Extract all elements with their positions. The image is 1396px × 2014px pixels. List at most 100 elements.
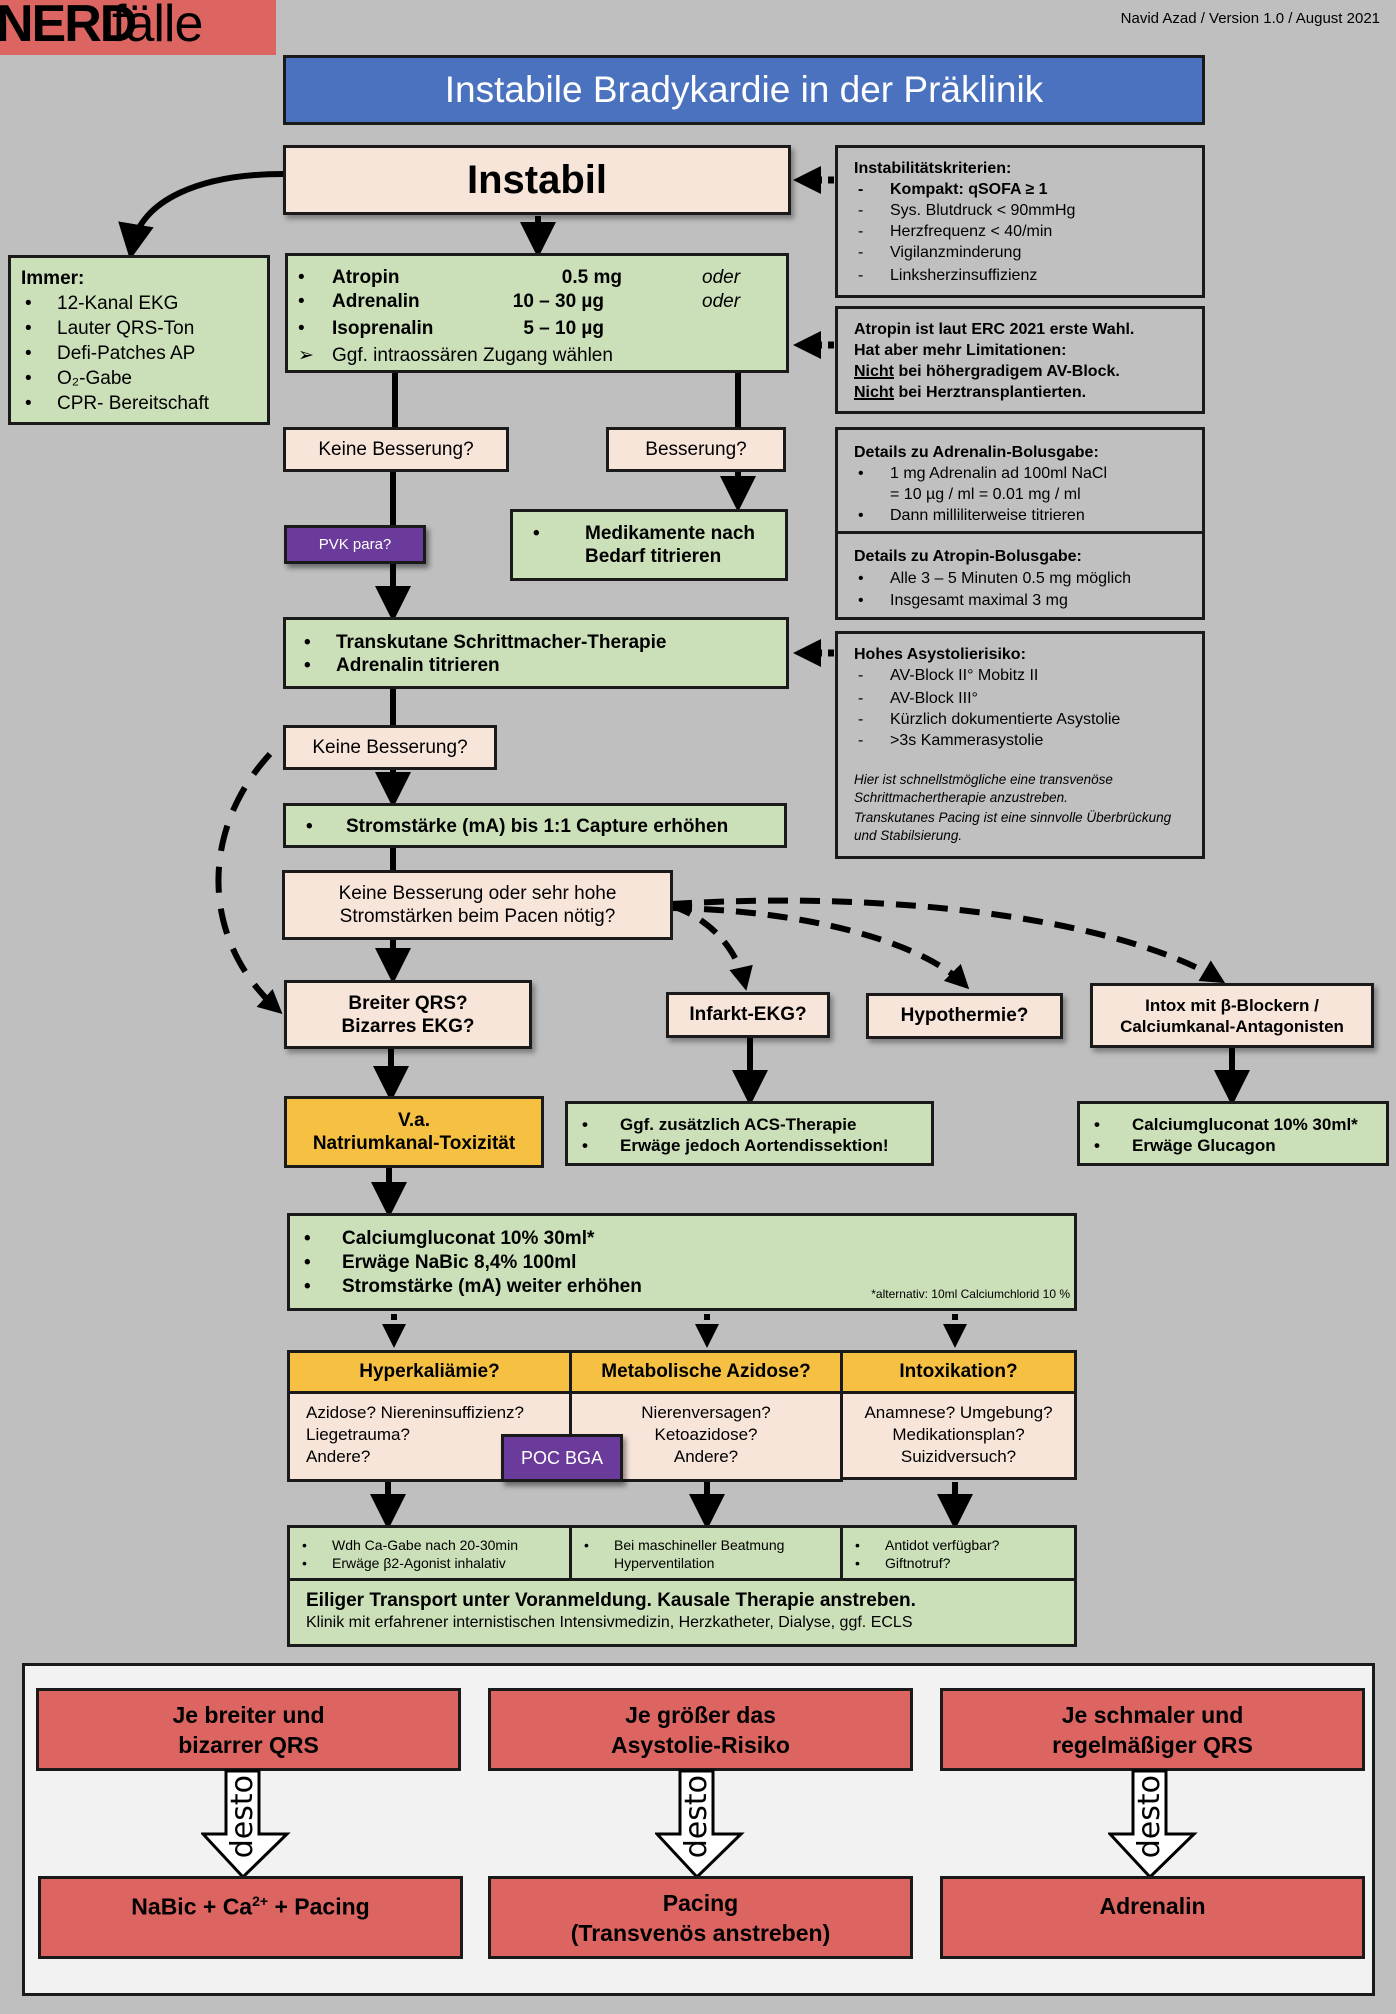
drug-dose: 5 – 10 µg (523, 318, 604, 339)
page-title-text: Instabile Bradykardie in der Präklinik (444, 69, 1044, 110)
desto-arrow-2: desto (653, 1769, 745, 1880)
desto-label: desto (1132, 1775, 1167, 1859)
drug-access-row: ➢ Ggf. intraossären Zugang wählen (298, 344, 776, 368)
cause-detail-intoxikation: Anamnese? Umgebung? Medikationsplan? Sui… (840, 1391, 1077, 1480)
criteria-item: Sys. Blutdruck < 90mmHg (854, 200, 1186, 221)
acs-box: Ggf. zusätzlich ACS-Therapie Erwäge jedo… (565, 1101, 934, 1166)
medikamente-box: • Medikamente nach Bedarf titrieren (510, 509, 788, 581)
summary-result-3: Adrenalin (940, 1876, 1365, 1959)
atropin-note-line: Nicht bei höhergradigem AV-Block. (854, 363, 1120, 380)
immer-item: Defi-Patches AP (21, 341, 257, 366)
summary-condition-3: Je schmaler und regelmäßiger QRS (940, 1688, 1365, 1771)
down-arrow-icon (199, 1769, 291, 1880)
atropin-detail-item: Alle 3 – 5 Minuten 0.5 mg möglich (854, 568, 1186, 590)
asystolie-box: Hohes Asystolierisiko: AV-Block II° Mobi… (835, 631, 1205, 859)
transport-bold: Eiliger Transport unter Voranmeldung. Ka… (306, 1590, 916, 1611)
immer-item: Lauter QRS-Ton (21, 316, 257, 341)
cause-title-hyperkaliaemie: Hyperkaliämie? (287, 1350, 572, 1394)
keine-besserung-box-2: Keine Besserung? (283, 725, 497, 770)
instability-criteria-box: Instabilitätskriterien: Kompakt: qSOFA ≥… (835, 145, 1205, 298)
criteria-heading: Instabilitätskriterien: (854, 160, 1012, 177)
action-item: Giftnotruf? (851, 1554, 1066, 1572)
adrenalin-detail-item: 1 mg Adrenalin ad 100ml NaCl (854, 463, 1186, 484)
therapy-item: Calciumgluconat 10% 30ml* (300, 1227, 1064, 1251)
poc-bga-badge: POC BGA (501, 1434, 623, 1482)
asystolie-note: Transkutanes Pacing ist eine sinnvolle Ü… (854, 810, 1172, 843)
adrenalin-detail-item: = 10 µg / ml = 0.01 mg / ml (890, 486, 1081, 503)
intox-beta-box: Intox mit β-Blockern / Calciumkanal-Anta… (1090, 983, 1374, 1048)
drug-name: Atropin (332, 267, 400, 288)
therapy-item: Erwäge NaBic 8,4% 100ml (300, 1251, 1064, 1275)
summary-result-1: NaBic + Ca2+ + Pacing (38, 1876, 463, 1959)
author-line: Navid Azad / Version 1.0 / August 2021 (1120, 10, 1380, 27)
atropin-details-box: Details zu Atropin-Bolusgabe: Alle 3 – 5… (835, 531, 1205, 620)
drug-access: Ggf. intraossären Zugang wählen (332, 345, 613, 366)
pacing-item: Transkutane Schrittmacher-Therapie (300, 631, 776, 654)
criteria-item-compact: Kompakt: qSOFA ≥ 1 (854, 179, 1186, 200)
action-item: Erwäge β2-Agonist inhalativ (298, 1554, 561, 1572)
criteria-list: Kompakt: qSOFA ≥ 1 Sys. Blutdruck < 90mm… (854, 179, 1186, 286)
calcium-glucagon-item: Calciumgluconat 10% 30ml* (1090, 1114, 1376, 1135)
dashed-arrow-kb3-to-intox (671, 897, 1226, 984)
instabil-box: Instabil (283, 145, 791, 215)
drug-dose: 0.5 mg (561, 267, 622, 288)
immer-item: O₂-Gabe (21, 366, 257, 391)
summary-panel: Je breiter und bizarrer QRS desto NaBic … (22, 1663, 1375, 1996)
drug-name: Isoprenalin (332, 318, 434, 339)
therapy-footnote: *alternativ: 10ml Calciumchlorid 10 % (871, 1287, 1070, 1301)
logo-regular: fälle (112, 0, 203, 53)
summary-condition-1: Je breiter und bizarrer QRS (36, 1688, 461, 1771)
pacing-item: Adrenalin titrieren (300, 654, 776, 677)
immer-list: 12-Kanal EKG Lauter QRS-Ton Defi-Patches… (21, 291, 257, 416)
nicht-label: Nicht (854, 363, 894, 380)
hypothermie-box: Hypothermie? (866, 993, 1063, 1039)
action-item: Antidot verfügbar? (851, 1536, 1066, 1554)
besserung-box: Besserung? (606, 427, 786, 472)
keine-besserung-box-1: Keine Besserung? (283, 427, 509, 472)
atropin-detail-item: Insgesamt maximal 3 mg (854, 590, 1186, 612)
down-arrow-icon (1106, 1769, 1198, 1880)
summary-condition-2: Je größer das Asystolie-Risiko (488, 1688, 913, 1771)
keine-besserung-box-3: Keine Besserung oder sehr hohe Stromstär… (282, 870, 673, 940)
immer-item: CPR- Bereitschaft (21, 391, 257, 416)
dashed-arrow-kb3-to-hypothermie (671, 905, 970, 990)
drug-name: Adrenalin (332, 291, 420, 312)
action-item: Wdh Ca-Gabe nach 20-30min (298, 1536, 561, 1554)
adrenalin-detail-item: Dann milliliterweise titrieren (854, 505, 1186, 526)
instabil-label: Instabil (466, 157, 608, 202)
nicht-label: Nicht (854, 384, 894, 401)
action-intoxikation: Antidot verfügbar? Giftnotruf? (840, 1525, 1077, 1581)
asystolie-note: Hier ist schnellstmögliche eine transven… (854, 772, 1113, 805)
drug-note: oder (702, 267, 741, 288)
action-hyperkaliaemie: Wdh Ca-Gabe nach 20-30min Erwäge β2-Agon… (287, 1525, 572, 1581)
acs-item: Erwäge jedoch Aortendissektion! (578, 1135, 921, 1156)
acs-item: Ggf. zusätzlich ACS-Therapie (578, 1114, 921, 1135)
natrium-box: V.a. Natriumkanal-Toxizität (284, 1096, 544, 1168)
dashed-arrow-kb3-to-infarkt (671, 903, 753, 991)
asystolie-item: Kürzlich dokumentierte Asystolie (854, 709, 1186, 730)
atropin-note-box: Atropin ist laut ERC 2021 erste Wahl. Ha… (835, 306, 1205, 414)
criteria-item: Vigilanzminderung (854, 242, 1186, 263)
immer-box: Immer: 12-Kanal EKG Lauter QRS-Ton Defi-… (8, 255, 270, 425)
asystolie-item: >3s Kammerasystolie (854, 730, 1186, 751)
summary-result-2: Pacing (Transvenös anstreben) (488, 1876, 913, 1959)
cause-title-azidose: Metabolische Azidose? (569, 1350, 843, 1394)
transport-normal: Klinik mit erfahrener internistischen In… (306, 1614, 913, 1631)
criteria-item: Herzfrequenz < 40/min (854, 221, 1186, 242)
calcium-glucagon-box: Calciumgluconat 10% 30ml* Erwäge Glucago… (1077, 1101, 1389, 1166)
desto-label: desto (679, 1775, 714, 1859)
transport-box: Eiliger Transport unter Voranmeldung. Ka… (287, 1578, 1077, 1647)
drug-dose: 10 – 30 µg (512, 291, 604, 312)
asystolie-item: AV-Block III° (854, 688, 1186, 709)
dashed-loop-kb2-to-breiter-qrs (215, 751, 283, 1015)
atropin-note-line: Hat aber mehr Limitationen: (854, 342, 1067, 359)
logo-bold: NERD (0, 0, 137, 53)
atropin-note-line: Nicht bei Herztransplantierten. (854, 384, 1087, 401)
arrow-bullet-icon: ➢ (298, 345, 314, 366)
pvk-badge: PVK para? (284, 525, 426, 564)
cause-title-intoxikation: Intoxikation? (840, 1350, 1077, 1394)
logo: NERD fälle (0, 0, 276, 55)
infarkt-box: Infarkt-EKG? (666, 992, 830, 1038)
action-item: Bei maschineller Beatmung Hyperventilati… (580, 1536, 832, 1572)
